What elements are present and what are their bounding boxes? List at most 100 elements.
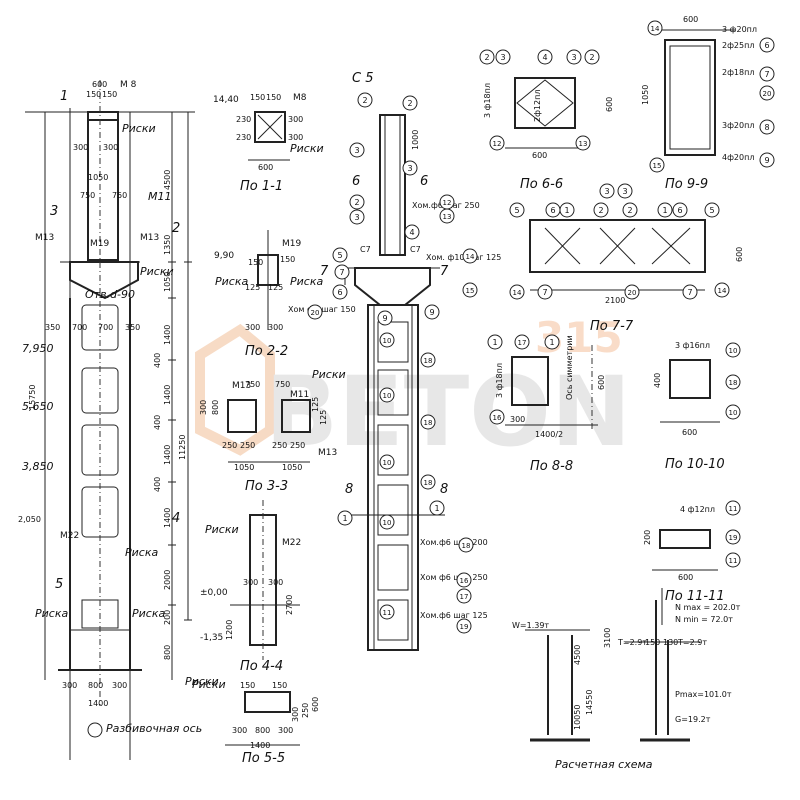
label-opening: Отв.d-90 <box>85 288 135 301</box>
s11-d3: 600 <box>258 163 273 172</box>
scheme-h4500: 4500 <box>573 645 582 665</box>
bubble-circle-icon <box>624 284 640 300</box>
bubble-number: 13 <box>579 140 588 148</box>
s44-d2700: 2700 <box>285 595 294 615</box>
bubble-number: 11 <box>383 609 392 617</box>
s11-m8: M8 <box>293 93 307 103</box>
bubble-number: 9 <box>429 308 434 317</box>
position-bubble: 18 <box>420 474 436 490</box>
bubble-number: 2 <box>407 99 412 108</box>
s22-d2: 125 <box>268 283 283 292</box>
watermark: BETON 315 <box>195 313 631 468</box>
position-bubble: 2 <box>349 194 365 210</box>
dim-350-b: 350 <box>125 323 140 332</box>
position-bubble: 13 <box>575 135 591 151</box>
dim-h-1400-d: 1400 <box>163 508 172 528</box>
col-sec-8-b: 8 <box>440 482 448 497</box>
col-stirrup-4: Хом.ф6 шаг 200 <box>420 538 488 547</box>
bubble-circle-icon <box>725 552 741 568</box>
dim-300-a: 300 <box>73 143 88 152</box>
s55-d300-b: 300 <box>278 726 293 735</box>
bubble-number: 3 <box>500 53 505 62</box>
scheme-title: Расчетная схема <box>555 758 653 771</box>
s11-d4: 230 <box>236 115 251 124</box>
s33-d250-d: 250 <box>290 441 305 450</box>
bubble-number: 14 <box>466 253 475 261</box>
position-bubble: 3 <box>349 142 365 158</box>
position-bubble: 20 <box>624 284 640 300</box>
bubble-number: 5 <box>514 206 519 215</box>
s55-d800: 800 <box>255 726 270 735</box>
bubble-number: 9 <box>382 314 387 323</box>
section-marker-5: 5 <box>55 577 63 592</box>
position-bubble: 1 <box>429 500 445 516</box>
bubble-circle-icon <box>334 264 350 280</box>
bubble-circle-icon <box>349 209 365 225</box>
s22-d5: 150 <box>248 258 263 267</box>
s77-d600: 600 <box>735 247 744 262</box>
title-section-4-4: По 4-4 <box>240 659 283 674</box>
position-bubble: 1 <box>544 334 560 350</box>
bubble-circle-icon <box>456 572 472 588</box>
bubble-circle-icon <box>657 202 673 218</box>
bubble-number: 2 <box>484 53 489 62</box>
s1111-d200: 200 <box>643 530 652 545</box>
dim-h-11250: 11250 <box>178 435 187 460</box>
dim-h-15750: 15750 <box>28 385 37 410</box>
bubble-circle-icon <box>759 85 775 101</box>
position-bubble: 1 <box>657 202 673 218</box>
s44-d300-a: 300 <box>243 578 258 587</box>
bubble-number: 12 <box>493 140 502 148</box>
bubble-circle-icon <box>559 202 575 218</box>
scheme-h10050: 10050 <box>573 705 582 730</box>
s33-m13-a: M13 <box>232 381 251 391</box>
bubble-circle-icon <box>725 342 741 358</box>
col-c5: C 5 <box>352 71 373 86</box>
bubble-circle-icon <box>725 500 741 516</box>
scheme-d130: 130 <box>663 638 678 647</box>
scheme-h14550: 14550 <box>585 690 594 715</box>
label-risk-3: Риски <box>185 675 219 688</box>
dim-1050: 1050 <box>88 173 108 182</box>
s22-d3: 300 <box>245 323 260 332</box>
position-bubble: 5 <box>509 202 525 218</box>
bubble-number: 3 <box>354 213 359 222</box>
bubble-circle-icon <box>349 194 365 210</box>
axis-circle-icon <box>87 722 103 738</box>
dim-h-400-c: 400 <box>153 477 162 492</box>
s99-note-5: 4ф20пл <box>722 153 754 162</box>
bubble-circle-icon <box>357 92 373 108</box>
bubble-circle-icon <box>704 202 720 218</box>
scheme-d150: 150 <box>645 638 660 647</box>
bubble-circle-icon <box>429 500 445 516</box>
s33-risk: Риски <box>312 368 346 381</box>
elev-3-850: 3,850 <box>22 460 54 473</box>
bubble-circle-icon <box>584 49 600 65</box>
bubble-number: 7 <box>687 288 692 297</box>
bubble-circle-icon <box>379 454 395 470</box>
bubble-number: 6 <box>337 288 342 297</box>
bubble-number: 19 <box>460 623 469 631</box>
col-sec-8-a: 8 <box>345 482 353 497</box>
position-bubble: 2 <box>479 49 495 65</box>
s88-note: 3 ф18пл <box>495 363 504 398</box>
bubble-number: 1 <box>434 504 439 513</box>
bubble-number: 4 <box>542 53 547 62</box>
section-11-11 <box>652 529 718 571</box>
position-bubble: 1 <box>337 510 353 526</box>
dim-700-a: 700 <box>72 323 87 332</box>
bubble-circle-icon <box>379 387 395 403</box>
position-bubble: 10 <box>379 454 395 470</box>
scheme-g: G=19.2т <box>675 715 711 724</box>
label-m22: M22 <box>60 531 79 541</box>
position-bubble: 11 <box>725 500 741 516</box>
section-2-2 <box>257 230 279 330</box>
s22-d6: 150 <box>280 255 295 264</box>
position-bubble: 3 <box>402 160 418 176</box>
section-7-7 <box>529 219 706 291</box>
s33-d750-b: 750 <box>275 380 290 389</box>
position-bubble: 1 <box>487 334 503 350</box>
bubble-number: 18 <box>462 542 471 550</box>
dim-bot-300-a: 300 <box>62 681 77 690</box>
s11-risk: Риски <box>290 142 324 155</box>
